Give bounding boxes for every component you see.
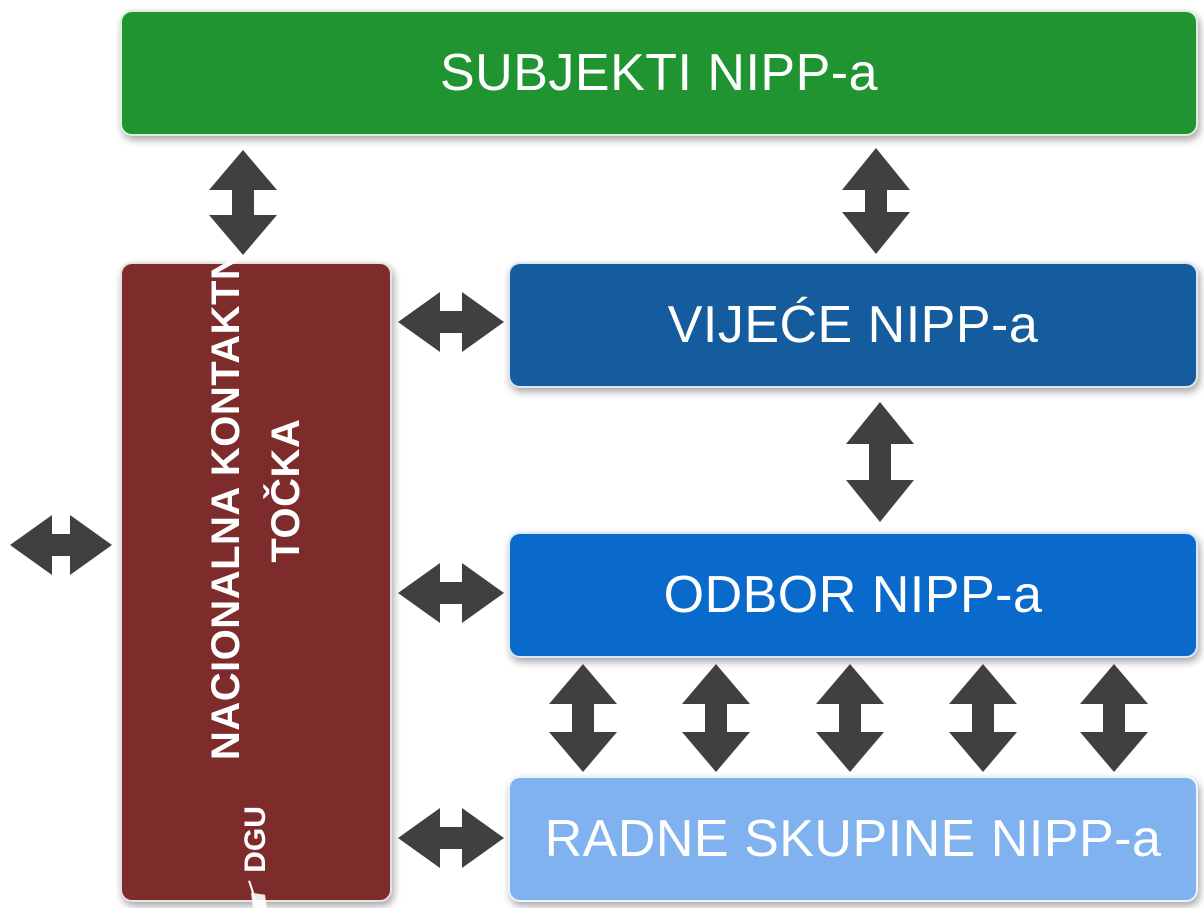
nkt-rotated-content: DGU NACIONALNA KONTAKTNA TOČKA xyxy=(196,221,316,908)
arrow-subjekti-nkt xyxy=(209,150,277,255)
arrow-nkt-odbor xyxy=(398,563,504,623)
arrow-subjekti-vijece xyxy=(842,148,910,254)
arrow-vijece-odbor xyxy=(846,402,914,522)
radne-skupine-box: RADNE SKUPINE NIPP-a xyxy=(508,776,1198,902)
arrow-nkt-vijece xyxy=(398,292,504,352)
subjekti-label: SUBJEKTI NIPP-a xyxy=(439,44,879,102)
vijece-label: VIJEĆE NIPP-a xyxy=(667,296,1039,354)
arrow-external-nkt xyxy=(10,515,112,575)
subjekti-box: SUBJEKTI NIPP-a xyxy=(120,10,1198,136)
odbor-box: ODBOR NIPP-a xyxy=(508,532,1198,658)
vijece-box: VIJEĆE NIPP-a xyxy=(508,262,1198,388)
dgu-logo: DGU xyxy=(231,806,281,908)
odbor-label: ODBOR NIPP-a xyxy=(663,566,1043,624)
arrow-odbor-radne-2 xyxy=(682,664,750,772)
arrow-odbor-radne-1 xyxy=(549,664,617,772)
radne-skupine-label: RADNE SKUPINE NIPP-a xyxy=(544,810,1162,868)
arrow-odbor-radne-4 xyxy=(949,664,1017,772)
arrow-odbor-radne-5 xyxy=(1080,664,1148,772)
arrow-nkt-radne xyxy=(398,808,504,868)
arrow-odbor-radne-3 xyxy=(816,664,884,772)
nacionalna-kontaktna-tocka-box: DGU NACIONALNA KONTAKTNA TOČKA xyxy=(120,221,392,908)
dgu-logo-icon xyxy=(248,880,267,908)
